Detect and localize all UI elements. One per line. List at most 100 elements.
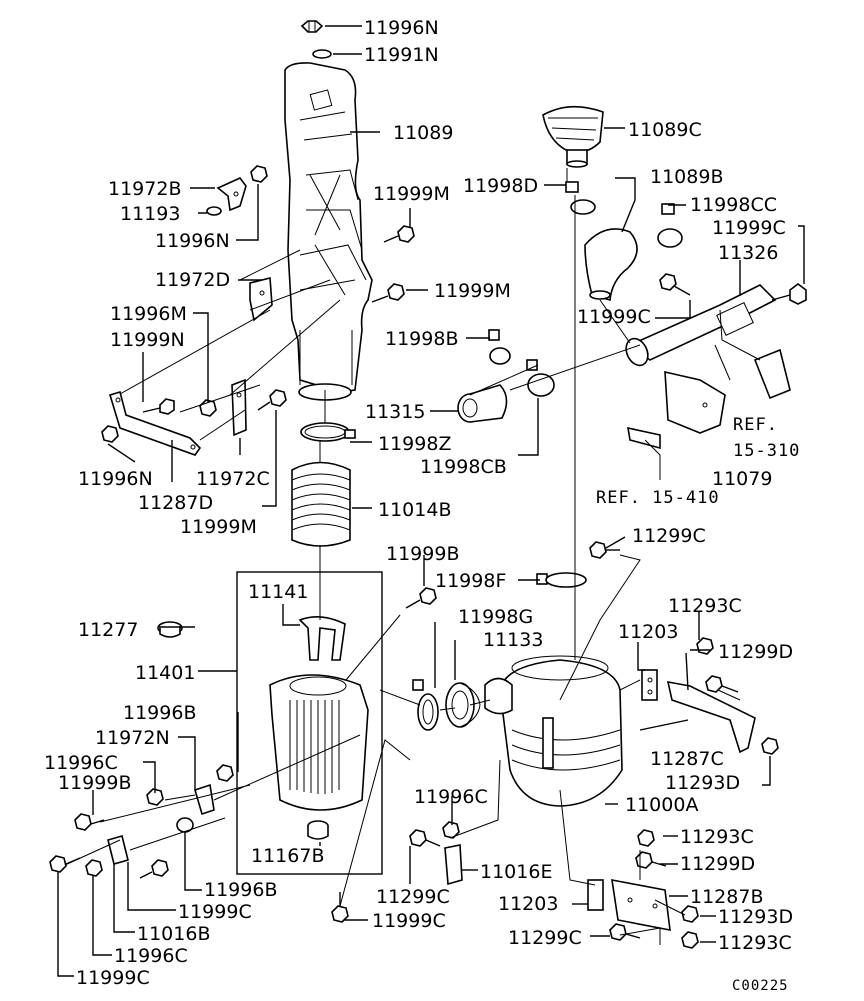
label-11996B-bottom: 11996B <box>204 879 277 901</box>
label-11167B: 11167B <box>251 845 324 867</box>
label-11972N: 11972N <box>95 727 170 749</box>
label-11999M-b: 11999M <box>434 280 511 302</box>
label-11996C-left: 11996C <box>44 752 118 774</box>
label-11996N-b: 11996N <box>78 468 153 490</box>
elbow-hose-11089B <box>584 228 638 302</box>
part-labels: 11996N 11991N 11089 11089C 11972B 11193 … <box>44 17 800 994</box>
nut-11293D-mid <box>761 737 779 755</box>
clamp-11998B <box>488 329 511 365</box>
label-11999B-left: 11999B <box>58 772 131 794</box>
nut-11293C-top <box>696 637 714 655</box>
assembly-lines <box>64 168 761 945</box>
strap-11287C <box>666 680 756 754</box>
air-cleaner-11000A <box>484 655 623 807</box>
clamp-11998CB <box>526 359 555 397</box>
washer-11193 <box>206 206 222 216</box>
label-11016B: 11016B <box>137 923 210 945</box>
label-11996N-a: 11996N <box>155 230 230 252</box>
label-11996C-mid: 11996C <box>414 786 488 808</box>
bolt-11999C-right <box>771 283 807 305</box>
label-11998CC: 11998CC <box>690 194 777 216</box>
leader-lines <box>57 25 805 977</box>
drawing-code: C00225 <box>732 978 789 994</box>
bracket-11203-bottom <box>587 879 604 911</box>
nut-11996N-a <box>250 165 268 183</box>
plug-11998G <box>412 679 439 731</box>
label-11287B: 11287B <box>690 886 763 908</box>
label-11299C-top: 11299C <box>632 525 706 547</box>
bracket-plate-11079 <box>627 348 791 450</box>
label-11299C-c: 11299C <box>508 927 582 949</box>
bolt-11299C-mid <box>409 829 441 847</box>
hose-11315 <box>457 384 508 423</box>
label-11998D: 11998D <box>463 175 538 197</box>
label-11999N: 11999N <box>110 329 185 351</box>
label-11293D-mid: 11293D <box>665 772 740 794</box>
label-11999C-c: 11999C <box>76 967 150 989</box>
bolt-11999C-b <box>331 892 349 923</box>
assembly-box-11401 <box>236 571 383 875</box>
bracket-11203-top <box>641 669 658 701</box>
nut-11996C-left <box>146 788 164 806</box>
label-11999M-a: 11999M <box>373 183 450 205</box>
bracket-11016B <box>107 835 129 865</box>
clamp-11998F <box>536 572 587 588</box>
label-11287D: 11287D <box>138 492 213 514</box>
label-11089B: 11089B <box>650 166 723 188</box>
label-11079: 11079 <box>712 468 772 490</box>
label-11293C-c: 11293C <box>718 932 792 954</box>
label-11326: 11326 <box>718 242 778 264</box>
label-11996C-bottom: 11996C <box>114 945 188 967</box>
nut-11293C-c <box>681 931 699 949</box>
bolt-11999M-b <box>371 283 405 303</box>
bolt-11999N <box>142 398 175 415</box>
label-11998Z: 11998Z <box>378 433 451 455</box>
nut-11293D-bottom <box>681 905 699 923</box>
nut-11996N-b <box>101 425 119 443</box>
bracket-11016E <box>444 844 463 886</box>
label-11293D-bottom: 11293D <box>718 906 793 928</box>
bolt-11999C-mid <box>659 273 691 296</box>
bracket-11972C <box>231 378 247 437</box>
label-11000A: 11000A <box>625 794 698 816</box>
clamp-11998D <box>565 181 596 215</box>
label-11133: 11133 <box>483 629 543 651</box>
ref-label-15-410: REF. 15-410 <box>596 488 720 508</box>
label-11299C-bottom: 11299C <box>376 886 450 908</box>
label-11315: 11315 <box>365 401 425 423</box>
clip-11141 <box>298 616 346 661</box>
nut-11996C-mid <box>442 821 460 839</box>
bolt-11999B-top <box>405 587 437 609</box>
label-11999C-a: 11999C <box>178 901 252 923</box>
label-11299D-bottom: 11299D <box>680 853 755 875</box>
label-11203-bottom: 11203 <box>498 893 558 915</box>
label-11998G: 11998G <box>458 606 533 628</box>
bolt-11999M-c <box>257 389 287 411</box>
label-11999B-top: 11999B <box>386 543 459 565</box>
label-11193: 11193 <box>120 203 180 225</box>
bracket-11287B <box>611 879 671 931</box>
label-11299D-top: 11299D <box>718 641 793 663</box>
label-11972C: 11972C <box>196 468 270 490</box>
plug-11277 <box>157 621 183 638</box>
bolt-11999M-a <box>383 225 415 243</box>
bolt-11999C-a <box>139 859 169 879</box>
bracket-11972B <box>216 177 247 212</box>
label-11996B: 11996B <box>123 702 196 724</box>
label-11203-top: 11203 <box>618 621 678 643</box>
intake-duct-11089 <box>284 62 373 401</box>
label-11996N-top: 11996N <box>364 17 439 39</box>
label-11996M: 11996M <box>110 303 187 325</box>
label-11016E: 11016E <box>480 861 552 883</box>
nut-11996N-top <box>300 20 324 33</box>
label-11998F: 11998F <box>435 570 506 592</box>
ring-11133 <box>445 682 481 728</box>
ref-label-b: 15-310 <box>733 441 800 461</box>
label-11999M-c: 11999M <box>180 516 257 538</box>
label-11293C-bottom: 11293C <box>680 826 754 848</box>
nut-11293C-bottom <box>637 829 655 847</box>
label-11999C-right: 11999C <box>712 217 786 239</box>
funnel-11089C <box>542 105 604 168</box>
nut-11996B <box>216 764 234 782</box>
